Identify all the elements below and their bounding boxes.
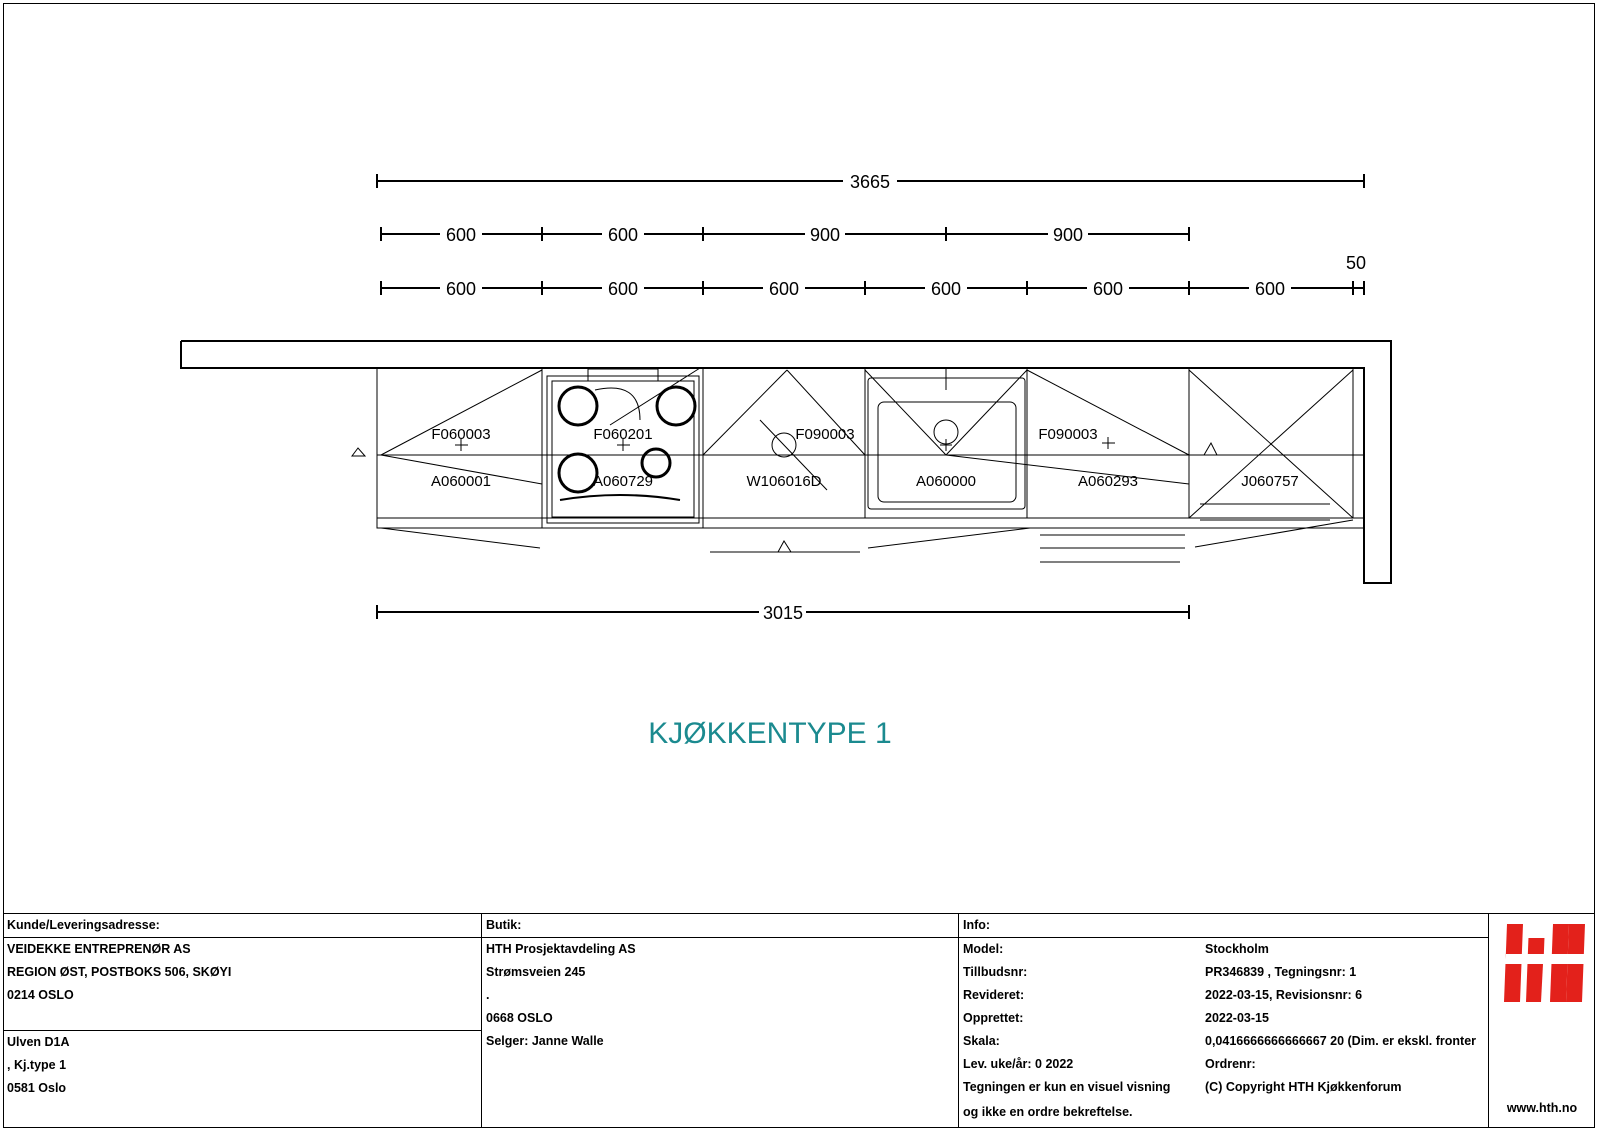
center-markers: [455, 437, 1115, 451]
info-row: Skala: 0,0416666666666667 20 (Dim. er eks…: [959, 1030, 1488, 1053]
info-key: Revideret:: [963, 988, 1025, 1002]
dimension-lower-3: 600: [769, 279, 799, 299]
shop-header: Butik:: [482, 914, 958, 938]
info-value: 2022-03-15: [1205, 1011, 1269, 1025]
dimension-lower-row: [380, 281, 1365, 295]
dimension-lower-6: 600: [1255, 279, 1285, 299]
site-line: , Kj.type 1: [7, 1058, 67, 1072]
info-value: 2022-03-15, Revisionsnr: 6: [1205, 988, 1363, 1002]
dimension-base-run-label: 3015: [763, 603, 803, 623]
shop-line: .: [486, 988, 490, 1002]
customer-spacer: [3, 1007, 481, 1030]
info-value: Ordrenr:: [1205, 1057, 1256, 1071]
dimension-lower-5: 600: [1093, 279, 1123, 299]
info-value: 0,0416666666666667 20 (Dim. er ekskl. fr…: [1205, 1034, 1477, 1048]
dimension-upper-1: 600: [446, 225, 476, 245]
dimension-base-run: [376, 605, 1190, 619]
dimension-upper-row: [380, 227, 1190, 241]
info-row: Tillbudsnr: PR346839 , Tegningsnr: 1: [959, 961, 1488, 984]
info-row: Revideret: 2022-03-15, Revisionsnr: 6: [959, 984, 1488, 1007]
dimension-lower-1: 600: [446, 279, 476, 299]
kitchen-type-title: KJØKKENTYPE 1: [648, 717, 892, 750]
dimension-upper-4: 900: [1053, 225, 1083, 245]
cabinet-code-w1: W106016D: [746, 473, 821, 490]
customer-divider: [3, 1030, 481, 1031]
cabinet-code-f4: F090003: [1038, 426, 1097, 443]
dimension-lower-4: 600: [931, 279, 961, 299]
title-block: Kunde/Leveringsadresse: VEIDEKKE ENTREPR…: [3, 913, 1595, 1128]
drawing-frame: [3, 3, 1595, 1128]
shop-line: HTH Prosjektavdeling AS: [486, 942, 636, 956]
triangle-markers: [351, 441, 1218, 553]
cabinet-code-a1: A060001: [431, 473, 491, 490]
site-line: 0581 Oslo: [7, 1081, 67, 1095]
countertop: [180, 340, 1392, 584]
info-column: Info: Model: Stockholm Tillbudsnr: PR34683…: [959, 914, 1489, 1127]
corner-line: [759, 419, 828, 491]
customer-line: 0214 OSLO: [7, 988, 74, 1002]
customer-column: Kunde/Leveringsadresse: VEIDEKKE ENTREPR…: [3, 914, 482, 1127]
customer-line: VEIDEKKE ENTREPRENØR AS: [7, 942, 191, 956]
info-key: Opprettet:: [963, 1011, 1024, 1025]
dimension-upper-3: 900: [810, 225, 840, 245]
info-row: Lev. uke/år: 0 2022 Ordrenr:: [959, 1053, 1488, 1076]
bin-circle: [771, 432, 797, 458]
info-value: Stockholm: [1205, 942, 1269, 956]
dimension-end-gap: 50: [1346, 253, 1366, 273]
shop-column: Butik: HTH Prosjektavdeling AS Strømsvei…: [482, 914, 959, 1127]
cabinet-code-a3: A060000: [916, 473, 976, 490]
kitchen-plan-drawing: 3665 600 600 900 900 600 600 600 600 600…: [180, 172, 1392, 623]
info-row: Tegningen er kun en visuel visning (C) Co…: [959, 1076, 1488, 1099]
cabinet-code-a4: A060293: [1078, 473, 1138, 490]
site-line: Ulven D1A: [7, 1035, 70, 1049]
dimension-overall: [376, 174, 1365, 188]
cabinet-run: [376, 367, 1365, 563]
hth-logo: [1504, 924, 1585, 1002]
info-note: og ikke en ordre bekreftelse.: [963, 1105, 1133, 1119]
cabinet-code-f1: F060003: [431, 426, 490, 443]
info-key: Model:: [963, 942, 1004, 956]
customer-header: Kunde/Leveringsadresse:: [3, 914, 481, 938]
customer-line: REGION ØST, POSTBOKS 506, SKØYI: [7, 965, 232, 979]
dimension-lower-2: 600: [608, 279, 638, 299]
info-value: (C) Copyright HTH Kjøkkenforum: [1205, 1080, 1402, 1094]
shop-line: Strømsveien 245: [486, 965, 586, 979]
sink: [867, 368, 1026, 510]
info-header: Info:: [959, 914, 1488, 938]
cooktop-oven: [546, 367, 701, 524]
dimension-upper-2: 600: [608, 225, 638, 245]
shop-line: 0668 OSLO: [486, 1011, 553, 1025]
info-key: Skala:: [963, 1034, 1000, 1048]
cabinet-code-f2: F060201: [593, 426, 652, 443]
info-value: PR346839 , Tegningsnr: 1: [1205, 965, 1357, 979]
info-key: Tillbudsnr:: [963, 965, 1028, 979]
info-row: Opprettet: 2022-03-15: [959, 1007, 1488, 1030]
dimension-overall-label: 3665: [850, 172, 890, 192]
logo-column: www.hth.no: [1489, 914, 1595, 1127]
cabinet-code-a2: A060729: [593, 473, 653, 490]
info-key: Lev. uke/år: 0 2022: [963, 1057, 1074, 1071]
website-link[interactable]: www.hth.no: [1506, 1101, 1578, 1115]
cabinet-code-j1: J060757: [1241, 473, 1299, 490]
info-row: Model: Stockholm: [959, 938, 1488, 961]
info-key: Tegningen er kun en visuel visning: [963, 1080, 1171, 1094]
shop-salesperson: Selger: Janne Walle: [486, 1034, 604, 1048]
cabinet-code-f3: F090003: [795, 426, 854, 443]
